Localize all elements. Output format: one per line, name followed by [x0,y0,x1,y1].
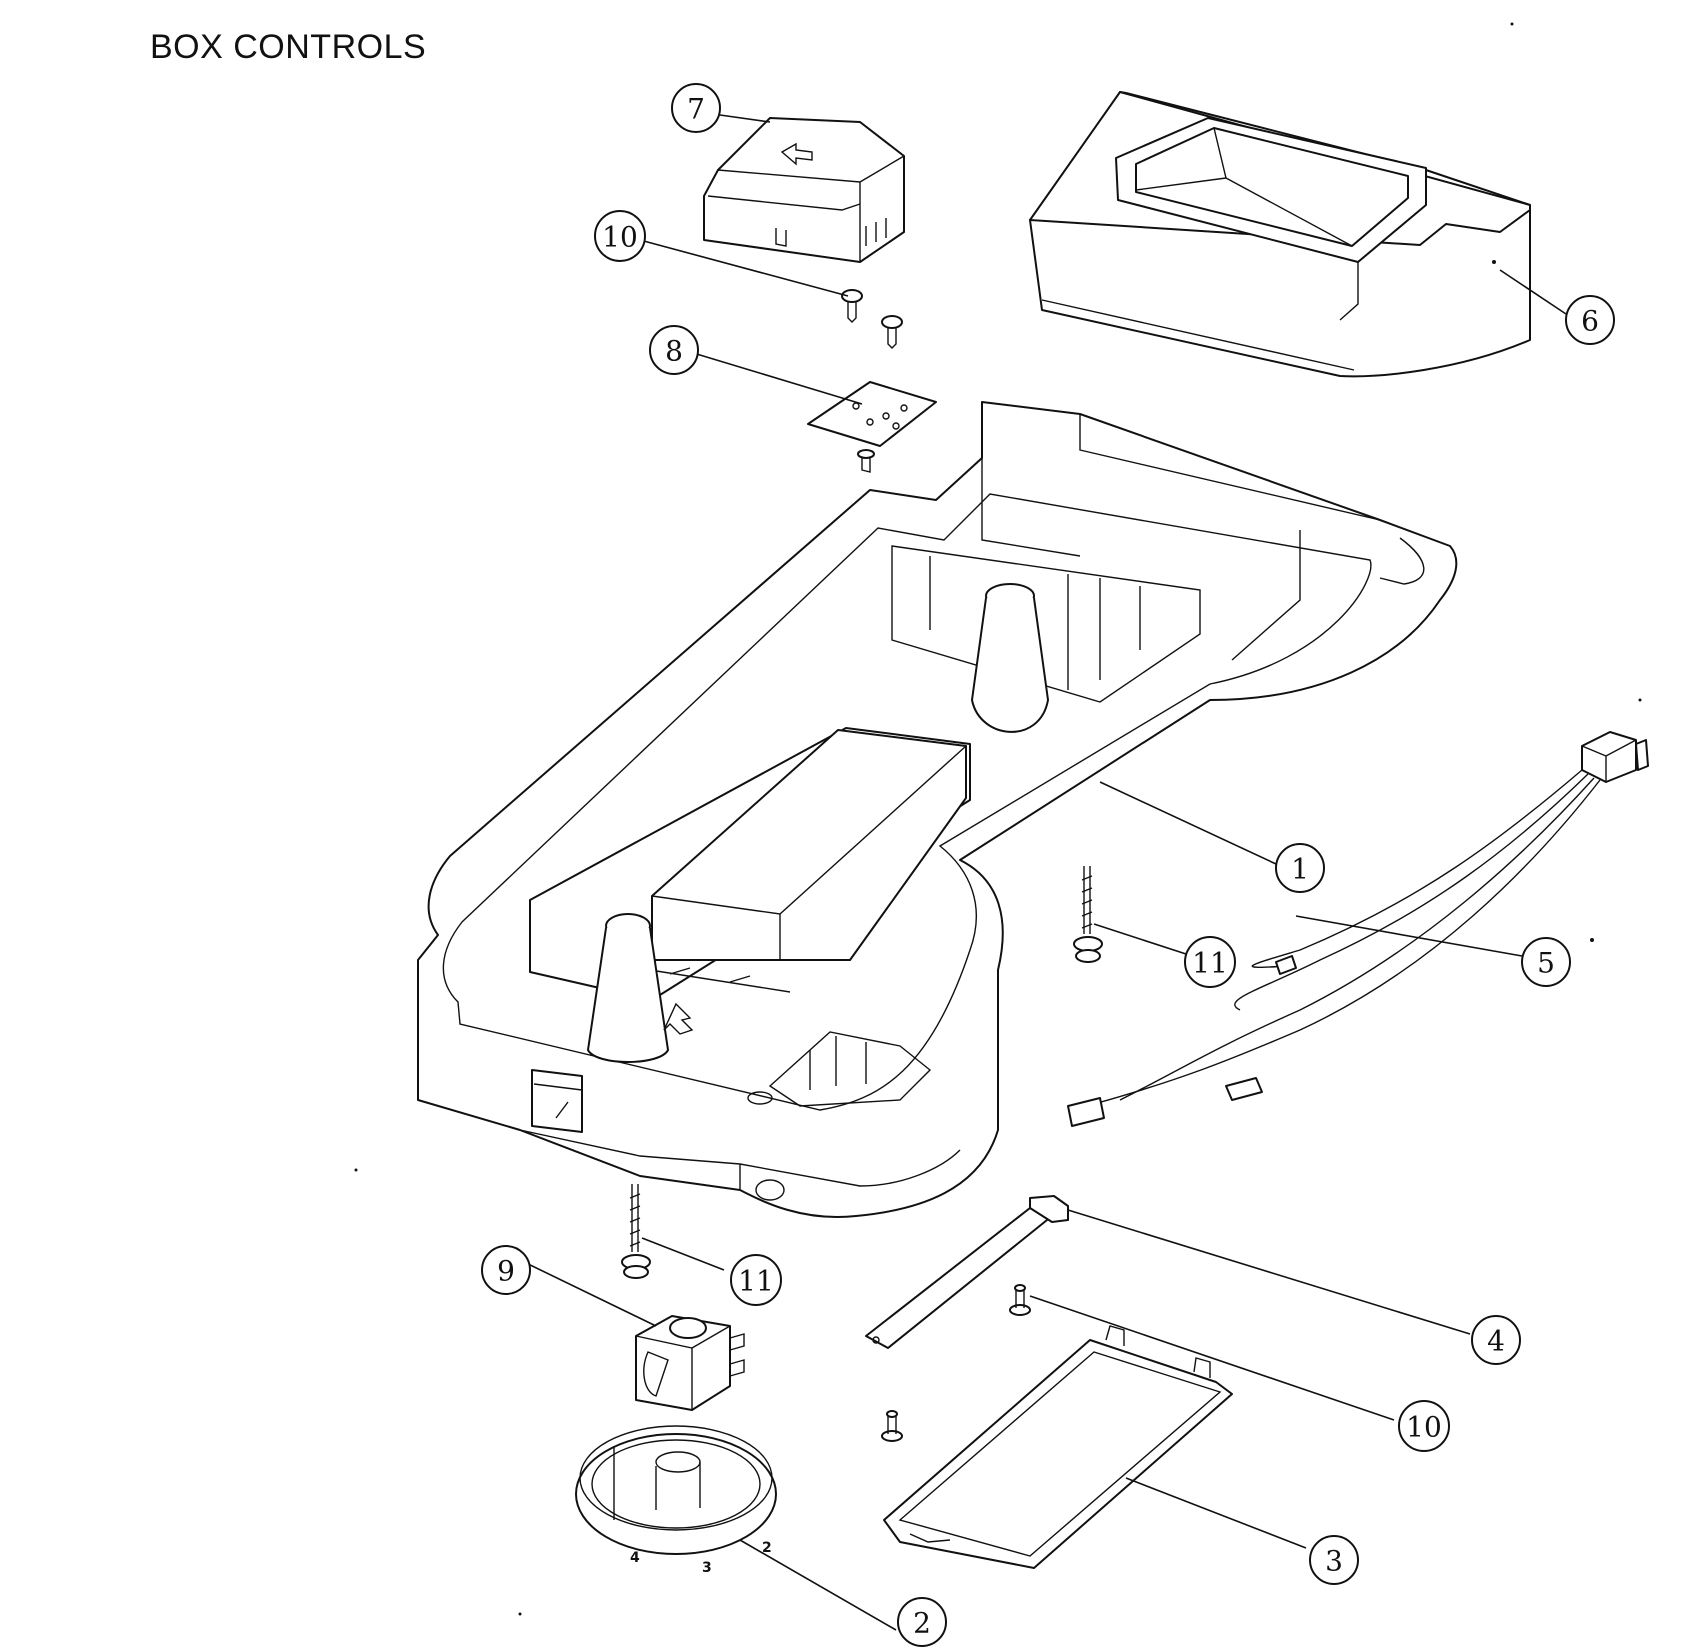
callout-1: 1 [1275,843,1325,893]
callout-5: 5 [1521,937,1571,987]
part-2-dial-ring: 4 3 2 [575,1425,777,1576]
callout-5-label: 5 [1537,947,1555,980]
leader-lines [523,114,1567,1631]
callout-2-label: 2 [913,1607,931,1640]
callout-3: 3 [1309,1535,1359,1585]
dial-mark-4: 4 [630,1550,640,1566]
dial-mark-2: 2 [762,1540,772,1556]
callout-9: 9 [481,1245,531,1295]
part-8-circuit-board [807,381,937,473]
callout-11-upper: 11 [1184,936,1236,988]
callout-11-upper-label: 11 [1192,947,1228,980]
callout-6-label: 6 [1581,305,1599,338]
part-1-base-housing [417,401,1458,1218]
callout-11-lower-label: 11 [738,1265,774,1298]
part-3-access-cover [883,1325,1233,1569]
callout-10-lower: 10 [1398,1400,1450,1452]
dial-mark-3: 3 [702,1560,712,1576]
part-10-screws-lower [881,1284,1031,1442]
part-4-bracket-strip [865,1195,1069,1349]
callout-10-upper: 10 [594,210,646,262]
callout-7-label: 7 [687,93,705,126]
callout-4-label: 4 [1487,1325,1505,1358]
callout-10-lower-label: 10 [1406,1411,1442,1444]
part-10-screws-upper [841,289,903,349]
part-11-screw-upper [1073,866,1103,963]
part-11-screw-lower [621,1184,651,1279]
part-7-control-cover [703,117,905,263]
callout-6: 6 [1565,295,1615,345]
callout-7: 7 [671,83,721,133]
part-9-rotary-switch [635,1315,745,1411]
callout-8: 8 [649,325,699,375]
callout-3-label: 3 [1325,1545,1343,1578]
part-6-lid [1029,91,1531,378]
callout-4: 4 [1471,1315,1521,1365]
callout-1-label: 1 [1291,853,1309,886]
callout-9-label: 9 [497,1255,515,1288]
callout-8-label: 8 [665,335,683,368]
callout-11-lower: 11 [730,1254,782,1306]
callout-2: 2 [897,1597,947,1647]
callout-10-upper-label: 10 [602,221,638,254]
part-5-wire-harness [1067,731,1649,1127]
page-title: BOX CONTROLS [150,28,427,66]
